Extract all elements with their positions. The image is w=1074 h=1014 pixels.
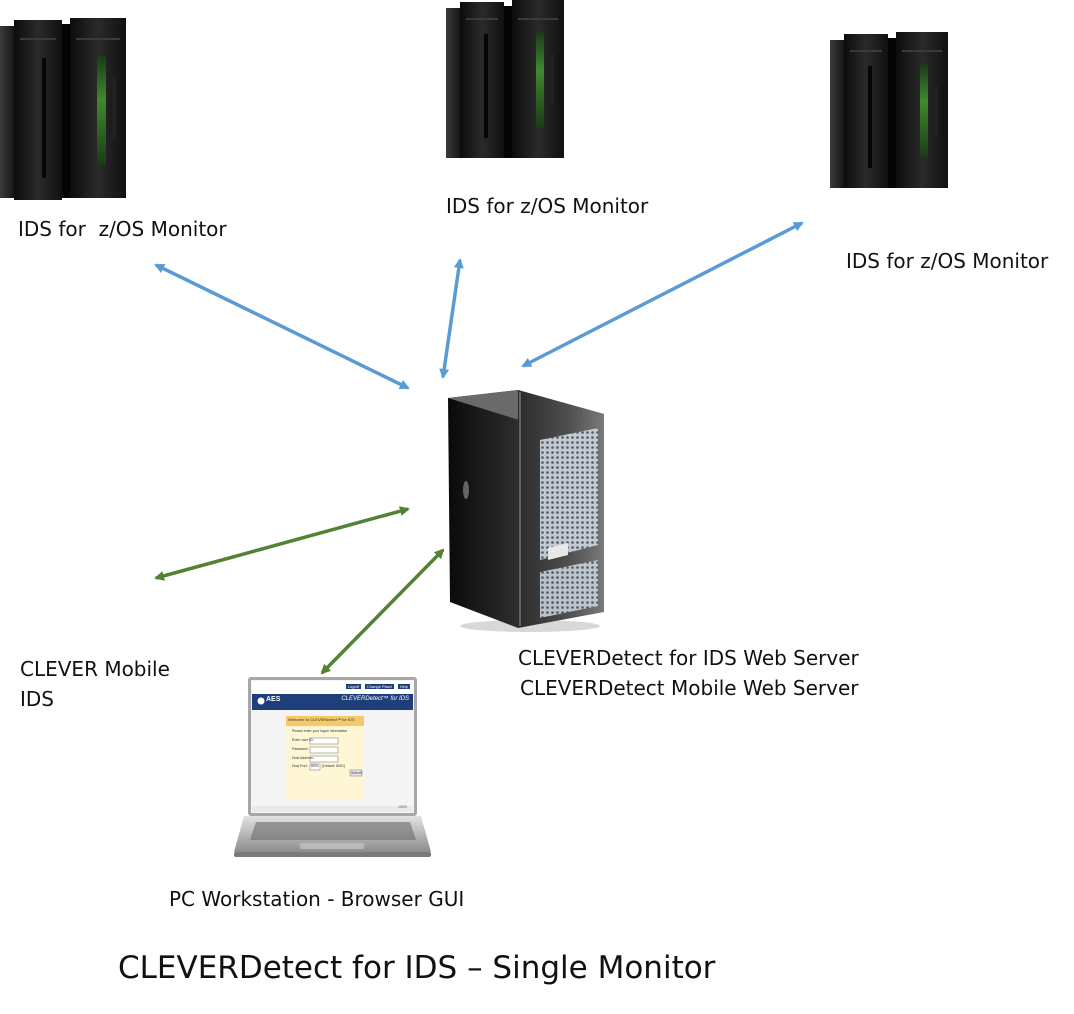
screen-field-password: Password: xyxy=(292,747,309,751)
web-server-tower-icon xyxy=(448,390,604,632)
web-server-label-line2: CLEVERDetect Mobile Web Server xyxy=(520,676,859,700)
link-right-monitor-to-server xyxy=(521,221,804,368)
pc-workstation-laptop-icon xyxy=(234,677,431,857)
mainframe-right-icon xyxy=(830,32,948,188)
link-workstation-to-server xyxy=(320,548,445,675)
link-center-monitor-to-server xyxy=(439,258,464,379)
screen-field-host: Host Address: xyxy=(292,756,314,760)
link-left-monitor-to-server xyxy=(154,263,410,390)
mainframe-center-icon xyxy=(446,0,564,158)
screen-submit-button: Submit xyxy=(351,771,362,775)
screen-prompt: Please enter your logon information xyxy=(292,729,348,733)
workstation-label: PC Workstation - Browser GUI xyxy=(169,887,465,911)
screen-link-help: Help xyxy=(397,684,410,689)
web-server-label-line1: CLEVERDetect for IDS Web Server xyxy=(518,646,859,670)
mobile-label-line2: IDS xyxy=(20,687,54,711)
screen-zoom: 100% xyxy=(398,805,407,809)
mainframe-left-icon xyxy=(0,18,126,200)
link-mobile-to-server xyxy=(154,506,410,581)
screen-port-value: 8001 xyxy=(311,764,319,768)
screen-banner-title: CLEVERDetect™ for IDS xyxy=(341,696,409,702)
mainframe-right-label: IDS for z/OS Monitor xyxy=(846,249,1049,273)
screen-field-port: Host Port: xyxy=(292,764,308,768)
screen-welcome: Welcome to CLEVERdetect™ for IDS xyxy=(288,717,355,722)
screen-link-change-pswd: Change Pswd xyxy=(364,684,394,689)
diagram-title: CLEVERDetect for IDS – Single Monitor xyxy=(118,950,716,986)
screen-field-user: Enter user ID: xyxy=(292,738,314,742)
mainframe-center-label: IDS for z/OS Monitor xyxy=(446,194,649,218)
screen-top-links: Logoff Change Pswd Help xyxy=(345,684,410,689)
mainframe-left-label: IDS for z/OS Monitor xyxy=(18,217,227,241)
screen-link-logoff: Logoff xyxy=(345,684,361,689)
screen-port-hint: (Default: 8001) xyxy=(322,764,346,768)
mobile-label-line1: CLEVER Mobile xyxy=(20,657,170,681)
screen-logo: AES xyxy=(266,696,281,703)
laptop-screen: Logoff Change Pswd Help AES CLEVERDetect… xyxy=(252,681,413,812)
